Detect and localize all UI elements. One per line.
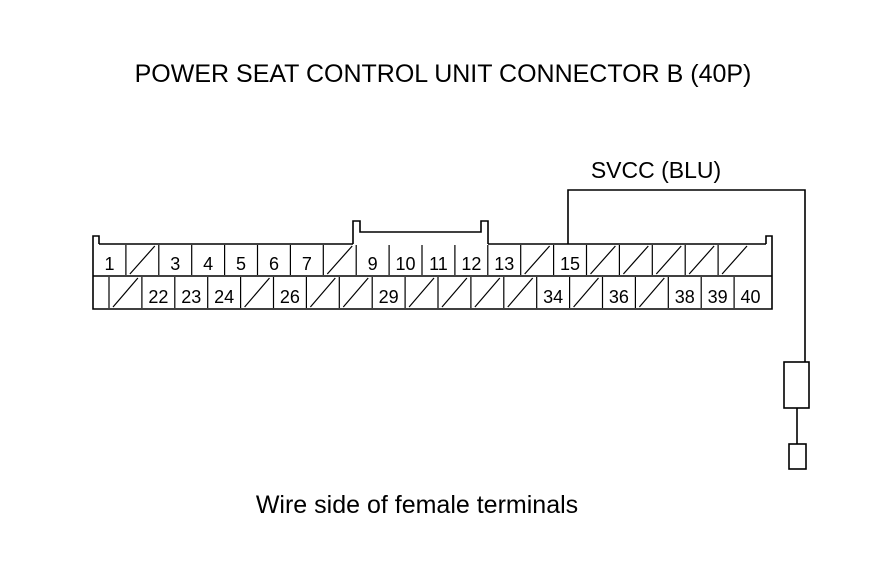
terminal-row-2: 22 23 24 26 29 34 36 38 39 40: [108, 277, 761, 308]
unused-slash: [688, 245, 715, 275]
terminal-cell: 36: [601, 277, 629, 308]
terminal-number: 40: [741, 287, 761, 307]
terminal-cell: 26: [272, 277, 300, 308]
terminal-cell: 15: [552, 245, 580, 275]
terminal-cell: 3: [158, 245, 180, 275]
unused-slash: [326, 245, 353, 275]
terminal-cell: 10: [388, 245, 416, 275]
terminal-number: 26: [280, 287, 300, 307]
unused-slash: [590, 245, 616, 275]
terminal-number: 24: [214, 287, 234, 307]
unused-terminal-cell: [651, 245, 682, 275]
wire-label: SVCC (BLU): [591, 157, 721, 183]
terminal-cell: 7: [289, 245, 312, 275]
locking-tab: [352, 220, 489, 244]
terminal-number: 10: [396, 254, 416, 274]
terminal-number: 6: [269, 254, 279, 274]
unused-slash: [244, 277, 270, 308]
terminal-cell: 9: [355, 245, 378, 275]
unused-slash: [474, 277, 501, 308]
unused-terminal-cell: [338, 277, 369, 308]
unused-terminal-cell: [717, 245, 748, 275]
unused-slash: [342, 277, 369, 308]
unused-terminal-cell: [585, 245, 616, 275]
terminal-number: 9: [368, 254, 378, 274]
terminal-cell: 22: [141, 277, 168, 308]
terminal-cell: 40: [733, 277, 761, 308]
connector-housing: [92, 220, 773, 310]
unused-slash: [112, 277, 139, 308]
terminal-number: 36: [609, 287, 629, 307]
terminal-cell: 4: [191, 245, 213, 275]
unused-slash: [622, 245, 649, 275]
unused-terminal-cell: [112, 277, 139, 308]
unused-terminal-cell: [125, 245, 156, 275]
unused-terminal-cell: [322, 245, 353, 275]
unused-slash: [129, 245, 156, 275]
unused-slash: [507, 277, 534, 308]
unused-slash: [408, 277, 435, 308]
terminal-cell: 23: [174, 277, 201, 308]
unused-terminal-cell: [634, 277, 665, 308]
terminal-number: 22: [148, 287, 168, 307]
unused-terminal-cell: [618, 245, 649, 275]
terminal-number: 4: [203, 254, 213, 274]
terminal-cell: 38: [667, 277, 695, 308]
terminal-cell: 5: [224, 245, 246, 275]
unused-slash: [309, 277, 336, 308]
terminal-number: 3: [170, 254, 180, 274]
unused-slash: [441, 277, 468, 308]
unused-slash: [573, 277, 599, 308]
unused-slash: [638, 277, 665, 308]
terminal-cell: 6: [256, 245, 279, 275]
test-probe: [783, 361, 810, 470]
terminal-cell: 13: [487, 245, 514, 275]
svcc-wire: [567, 189, 806, 362]
unused-terminal-cell: [240, 277, 270, 308]
terminal-number: 1: [104, 254, 114, 274]
terminal-number: 15: [560, 254, 580, 274]
unused-terminal-cell: [404, 277, 435, 308]
terminal-number: 11: [429, 254, 448, 274]
unused-terminal-cell: [437, 277, 468, 308]
terminal-number: 34: [543, 287, 563, 307]
terminal-cell: 24: [207, 277, 234, 308]
unused-terminal-cell: [568, 277, 599, 308]
terminal-number: 39: [708, 287, 728, 307]
caption: Wire side of female terminals: [256, 491, 578, 519]
unused-terminal-cell: [305, 277, 336, 308]
unused-terminal-cell: [470, 277, 501, 308]
terminal-cell: 12: [454, 245, 481, 275]
unused-terminal-cell: [684, 245, 715, 275]
diagram-title: POWER SEAT CONTROL UNIT CONNECTOR B (40P…: [135, 60, 752, 88]
terminal-number: 5: [236, 254, 246, 274]
unused-terminal-cell: [503, 277, 534, 308]
terminal-number: 38: [675, 287, 695, 307]
terminal-cell: 1: [104, 254, 114, 274]
terminal-cell: 29: [371, 277, 399, 308]
unused-slash: [524, 245, 551, 275]
terminal-cell: 39: [700, 277, 728, 308]
terminal-number: 12: [461, 254, 481, 274]
terminal-number: 13: [494, 254, 514, 274]
unused-slash: [721, 245, 748, 275]
unused-terminal-cell: [520, 245, 551, 275]
terminal-number: 29: [379, 287, 399, 307]
terminal-number: 7: [302, 254, 312, 274]
terminal-cell: 34: [536, 277, 563, 308]
unused-slash: [655, 245, 682, 275]
terminal-number: 23: [181, 287, 201, 307]
terminal-cell: 11: [421, 245, 448, 275]
